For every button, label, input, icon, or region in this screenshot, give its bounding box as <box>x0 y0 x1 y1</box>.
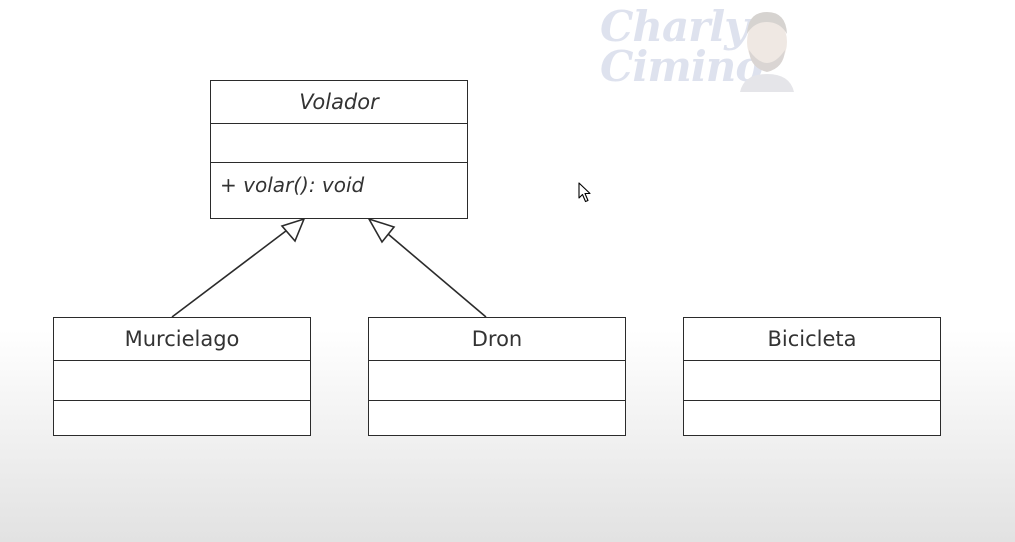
methods-compartment-murcielago <box>54 401 310 436</box>
channel-watermark-logo: Charly Cimino <box>598 2 808 94</box>
class-name-murcielago: Murcielago <box>54 318 310 361</box>
attributes-compartment-murcielago <box>54 361 310 401</box>
class-name-dron: Dron <box>369 318 625 361</box>
class-box-bicicleta[interactable]: Bicicleta <box>683 317 941 436</box>
class-box-murcielago[interactable]: Murcielago <box>53 317 311 436</box>
avatar-icon <box>740 12 794 92</box>
methods-compartment-volador: + volar(): void <box>211 163 467 218</box>
class-name-bicicleta: Bicicleta <box>684 318 940 361</box>
generalization-murcielago-volador <box>171 217 306 318</box>
attributes-compartment-volador <box>211 124 467 163</box>
generalization-arrowhead <box>280 217 306 243</box>
generalization-dron-volador <box>367 217 487 318</box>
attributes-compartment-dron <box>369 361 625 401</box>
generalization-arrowhead <box>367 217 396 244</box>
attributes-compartment-bicicleta <box>684 361 940 401</box>
mouse-pointer-icon <box>578 182 591 203</box>
methods-compartment-dron <box>369 401 625 436</box>
methods-compartment-bicicleta <box>684 401 940 436</box>
class-box-volador[interactable]: Volador + volar(): void <box>210 80 468 219</box>
watermark-text-line2: Cimino <box>600 42 763 91</box>
class-box-dron[interactable]: Dron <box>368 317 626 436</box>
watermark-text-line1: Charly <box>600 2 749 51</box>
method-volar: + volar(): void <box>220 173 365 197</box>
class-name-volador: Volador <box>211 81 467 124</box>
